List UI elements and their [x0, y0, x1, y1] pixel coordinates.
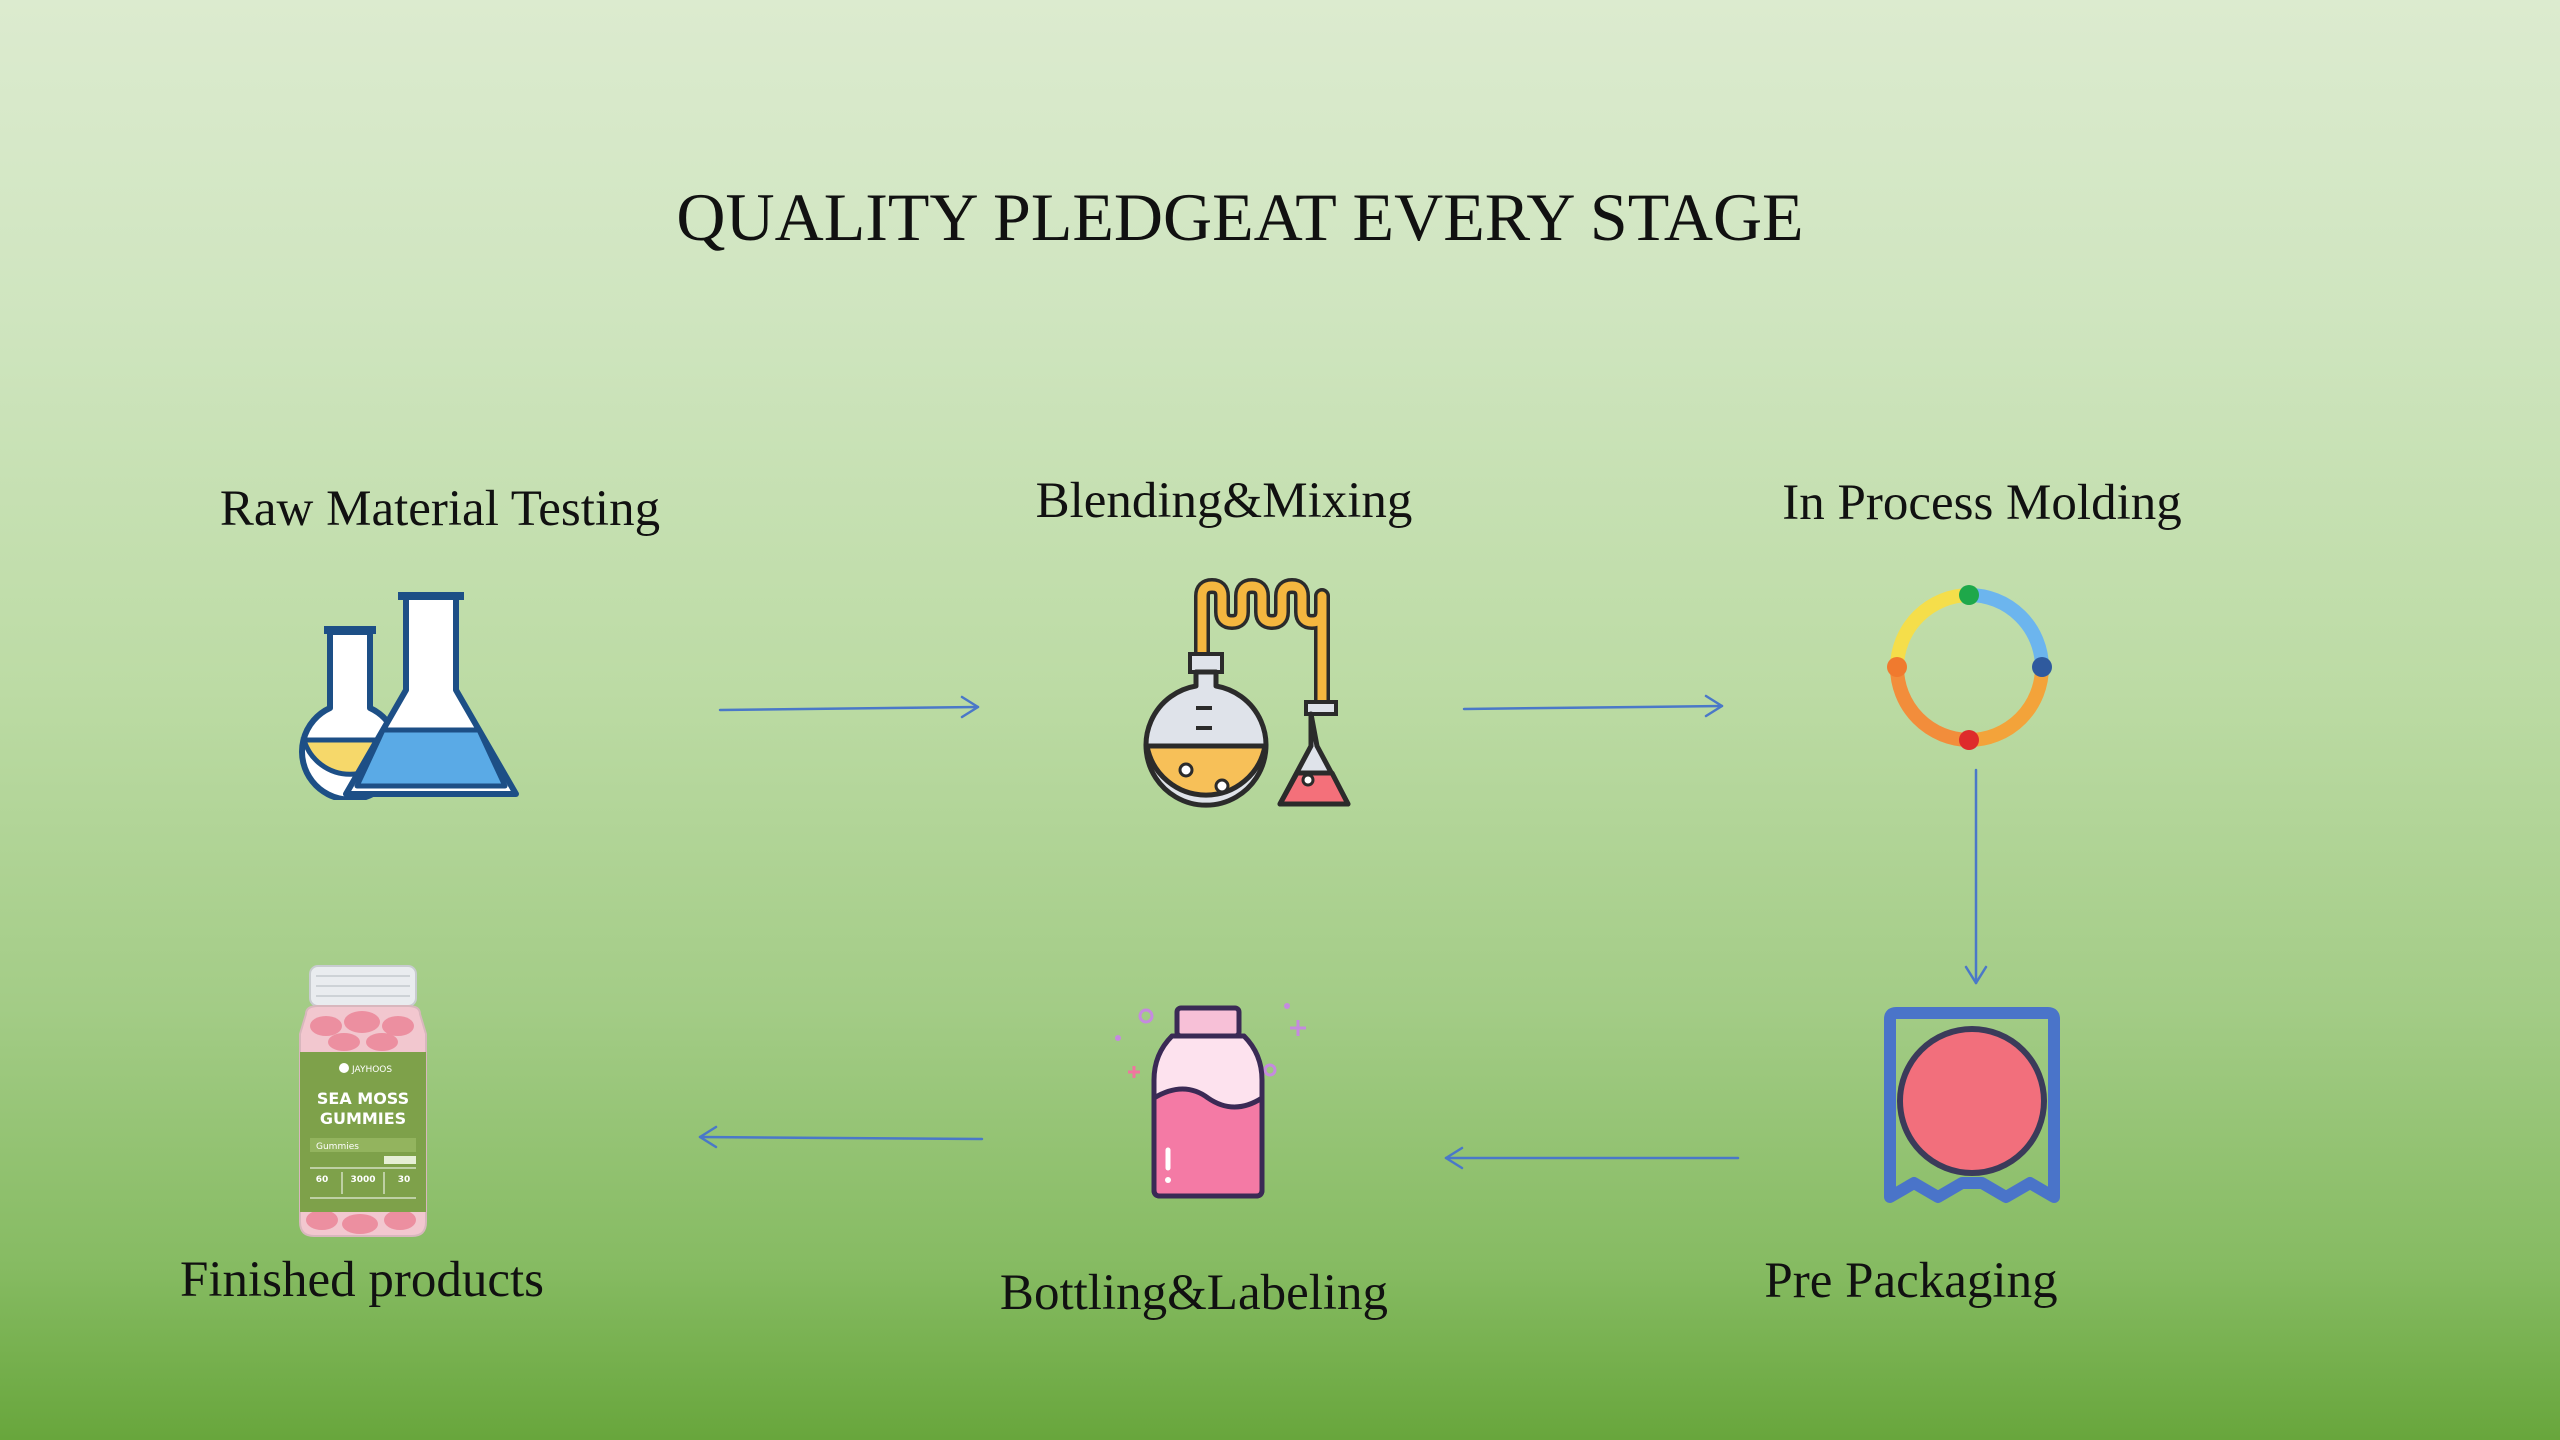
arrow-molding-to-prepackaging: [1964, 768, 1988, 985]
jar-name-line1: SEA MOSS: [317, 1089, 409, 1108]
jar-sub: Gummies: [316, 1142, 359, 1152]
jar-stat-1: 60: [316, 1175, 329, 1185]
gummies-jar-icon: JAYHOOS SEA MOSS GUMMIES Gummies 60 3000…: [299, 965, 427, 1237]
arrow-blending-to-molding: [1462, 694, 1724, 718]
process-ring-icon: [1887, 585, 2052, 750]
jar-name-line2: GUMMIES: [320, 1109, 406, 1128]
bottle-icon: [1115, 1003, 1306, 1199]
jar-brand: JAYHOOS: [351, 1065, 392, 1075]
flasks-icon: [299, 592, 519, 800]
stage-label-bottling-labeling: Bottling&Labeling: [999, 1265, 1389, 1321]
jar-stat-3: 30: [398, 1175, 411, 1185]
jar-stat-2: 3000: [350, 1175, 375, 1185]
arrow-bottling-to-finished: [698, 1125, 984, 1149]
arrow-raw-to-blending: [718, 695, 980, 719]
stage-label-pre-packaging: Pre Packaging: [1764, 1253, 2058, 1309]
diagram-title: QUALITY PLEDGEAT EVERY STAGE: [676, 179, 1804, 255]
distillation-icon: [1143, 578, 1351, 808]
stage-label-blending-mixing: Blending&Mixing: [1035, 473, 1413, 529]
badge-seal-icon: [1884, 1007, 2060, 1203]
arrow-prepackaging-to-bottling: [1444, 1146, 1740, 1170]
stage-label-in-process-molding: In Process Molding: [1782, 475, 2182, 531]
stage-label-finished-products: Finished products: [179, 1252, 545, 1308]
stage-label-raw-material-testing: Raw Material Testing: [219, 481, 661, 537]
